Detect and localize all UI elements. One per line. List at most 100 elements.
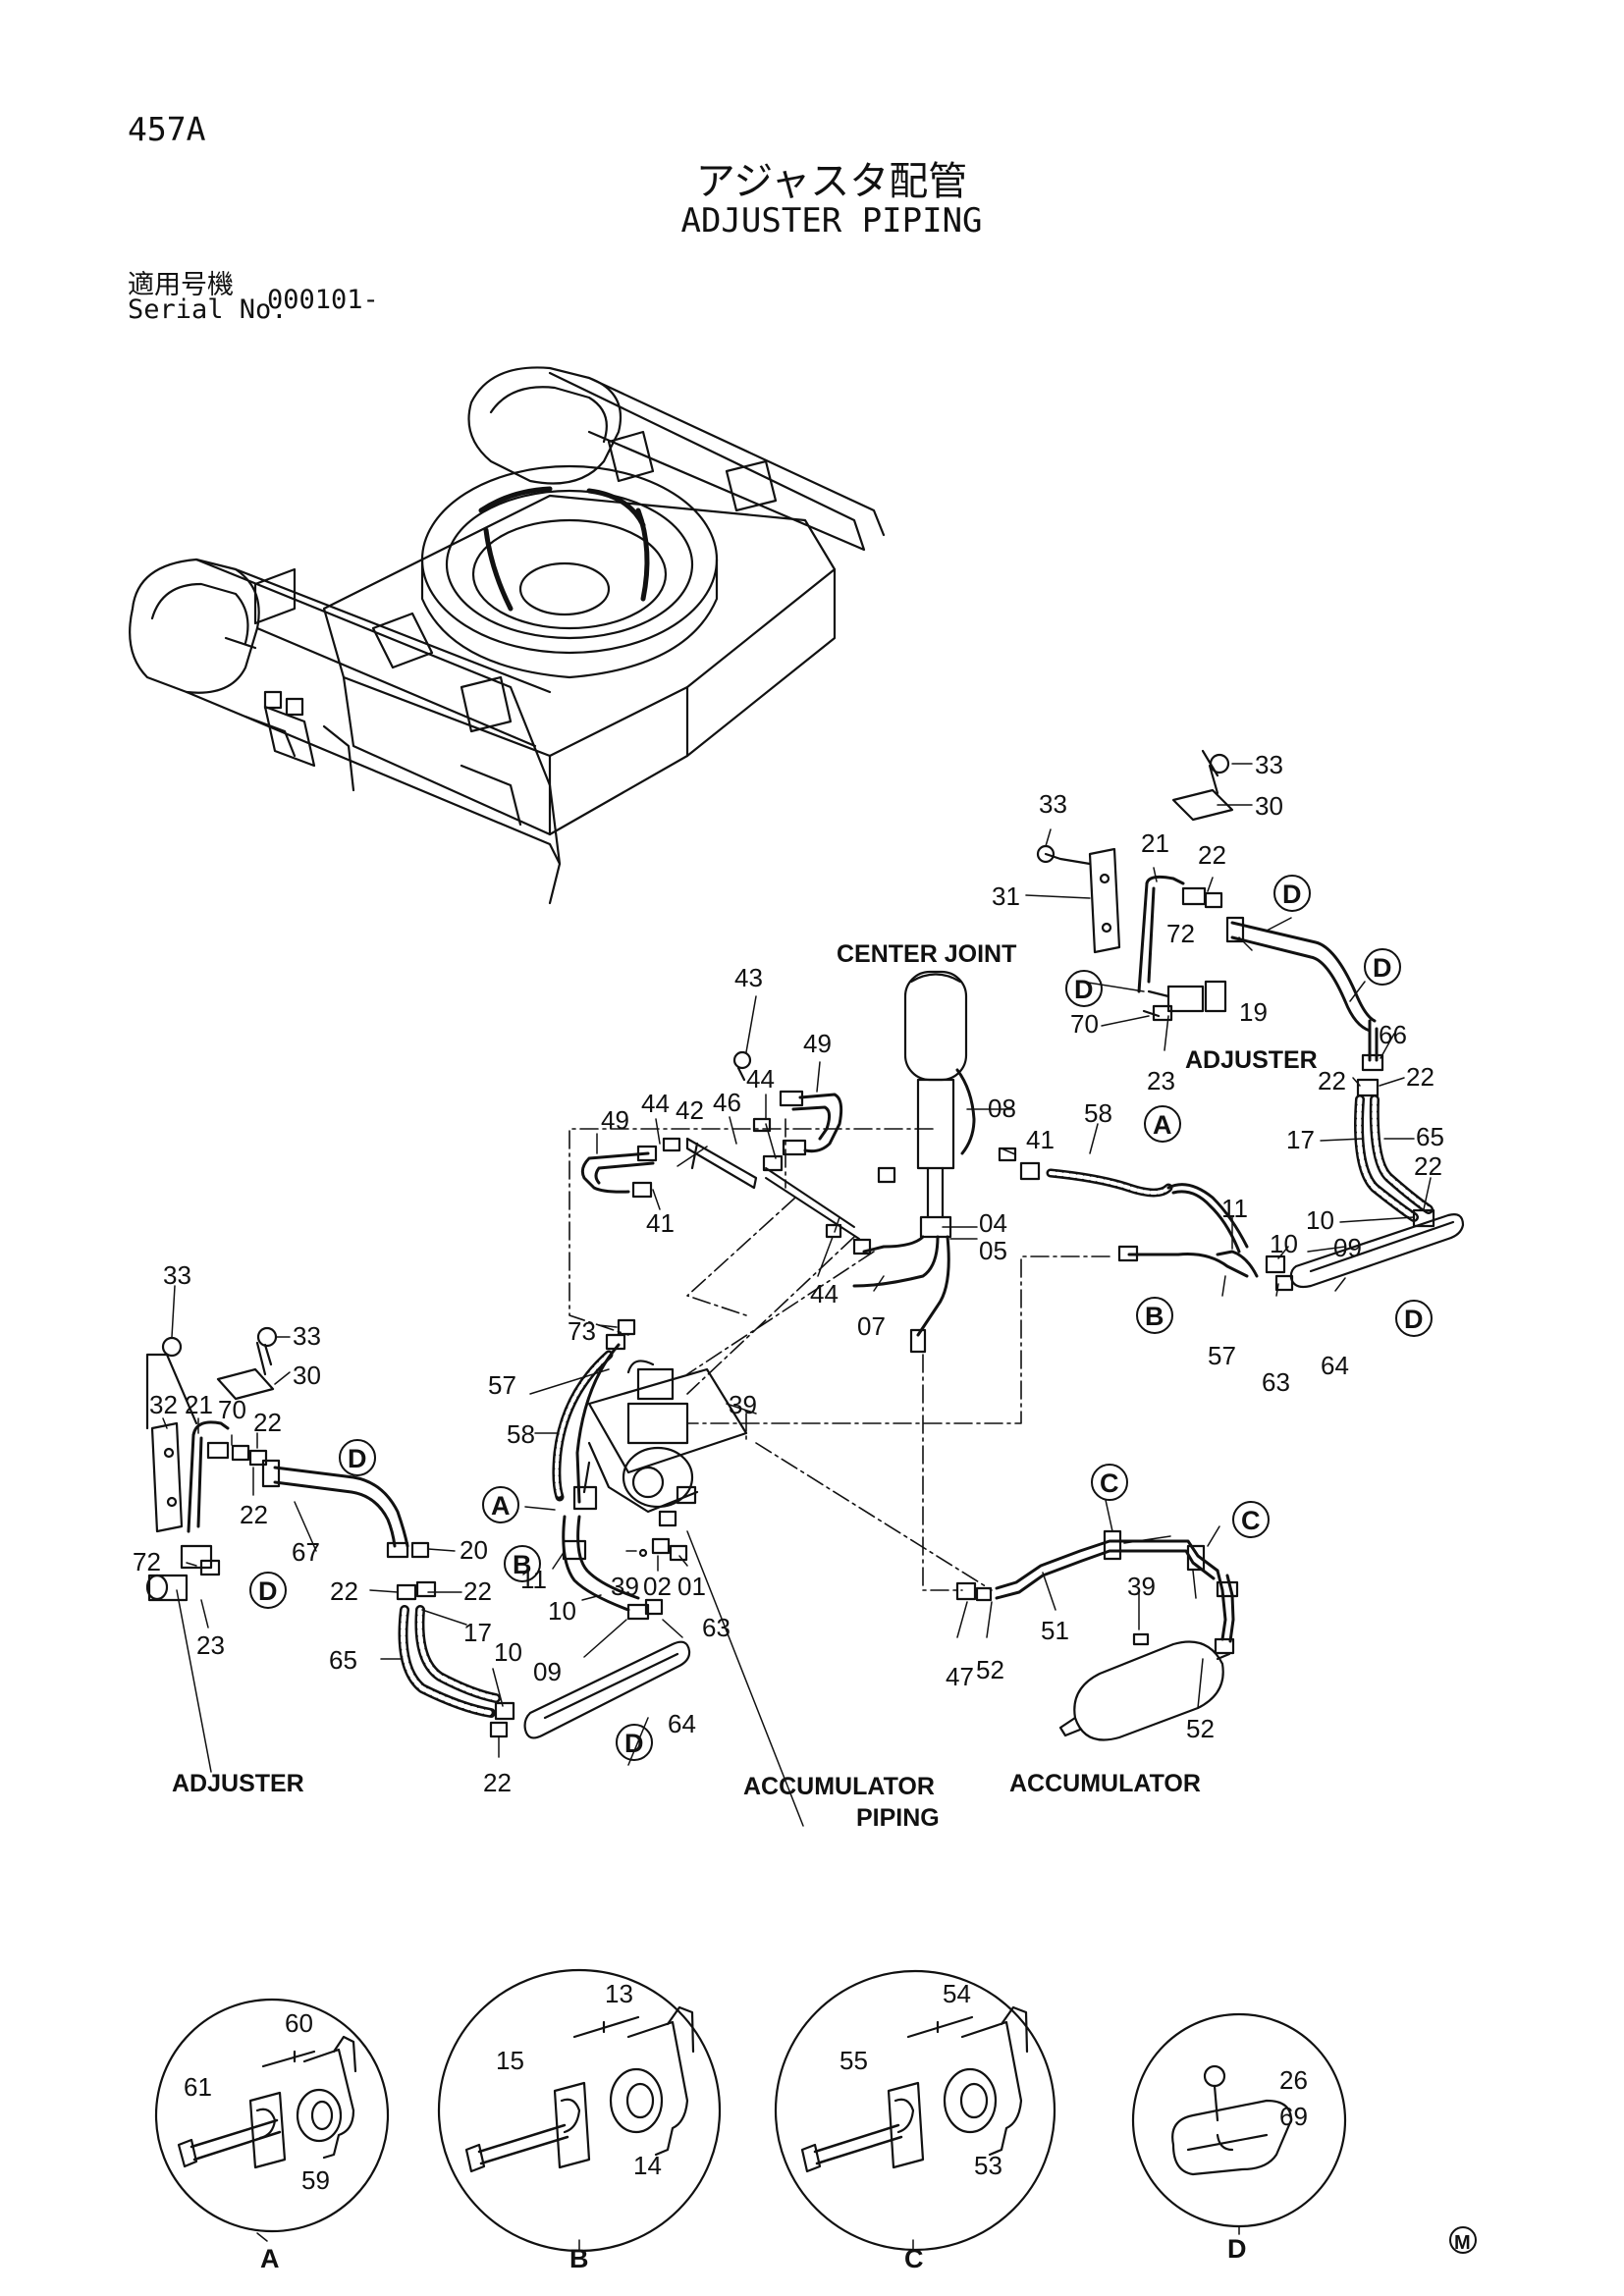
part-number: 30 xyxy=(1255,791,1283,821)
undercarriage-overview xyxy=(129,366,886,905)
part-number: 02 xyxy=(643,1572,672,1601)
part-number: 57 xyxy=(1208,1341,1236,1370)
detail-c-clamp xyxy=(800,2005,1029,2173)
detail-letter-d: D xyxy=(1227,2234,1247,2264)
part-number: 05 xyxy=(979,1236,1007,1265)
leader-lines xyxy=(162,763,1432,1827)
part-number: 65 xyxy=(329,1645,357,1675)
part-number: 17 xyxy=(1286,1125,1315,1154)
part-number: 59 xyxy=(301,2165,330,2195)
callout-b: B xyxy=(513,1550,532,1579)
part-number: 72 xyxy=(133,1547,161,1576)
serial-label-english: Serial No. xyxy=(128,294,288,325)
right-adjuster-piping xyxy=(852,749,1465,1354)
callout-a: A xyxy=(1153,1110,1172,1140)
left-adjuster-piping xyxy=(145,1326,430,1602)
part-number: 15 xyxy=(496,2046,524,2075)
part-number: 52 xyxy=(1186,1714,1215,1743)
part-number: 41 xyxy=(646,1208,675,1238)
part-number: 72 xyxy=(1166,919,1195,948)
part-number: 10 xyxy=(1306,1205,1334,1235)
detail-tails xyxy=(256,2225,1240,2252)
serial-number: 000101- xyxy=(267,285,379,315)
part-number: 44 xyxy=(810,1279,839,1308)
detail-letter-b: B xyxy=(569,2244,589,2273)
part-number: 08 xyxy=(988,1094,1016,1123)
part-number: 22 xyxy=(253,1408,282,1437)
part-number: 42 xyxy=(676,1095,704,1125)
part-number: 63 xyxy=(702,1613,731,1642)
center-joint xyxy=(903,970,968,1239)
part-number: 57 xyxy=(488,1370,516,1400)
title-english: ADJUSTER PIPING xyxy=(680,201,983,240)
part-number: 11 xyxy=(1221,1194,1248,1223)
part-number: 26 xyxy=(1279,2065,1308,2095)
part-number: 53 xyxy=(974,2151,1002,2180)
part-number: 22 xyxy=(240,1500,268,1529)
part-number: 32 xyxy=(149,1390,178,1419)
part-number: 10 xyxy=(494,1637,522,1667)
detail-b-clamp xyxy=(464,2005,695,2173)
assembly-labels: CENTER JOINT ADJUSTER ADJUSTER ACCUMULAT… xyxy=(172,940,1318,1832)
part-number: 65 xyxy=(1416,1122,1444,1151)
circled-callouts: D D D A B D D D A B D C C xyxy=(249,875,1433,1761)
label-accumulator-piping-1: ACCUMULATOR xyxy=(743,1773,935,1800)
part-number: 17 xyxy=(463,1618,492,1647)
part-number: 31 xyxy=(992,881,1020,911)
part-number: 49 xyxy=(601,1105,629,1135)
part-number: 22 xyxy=(1414,1151,1442,1181)
callout-b: B xyxy=(1145,1302,1164,1331)
callout-a: A xyxy=(491,1491,511,1521)
detail-letter-a: A xyxy=(260,2244,280,2273)
part-number: 67 xyxy=(292,1537,320,1567)
part-number: 33 xyxy=(293,1321,321,1351)
part-number: 64 xyxy=(1321,1351,1349,1380)
detail-a-clamp xyxy=(177,2035,357,2169)
label-accumulator: ACCUMULATOR xyxy=(1009,1770,1201,1797)
detail-d-clamp xyxy=(1171,2064,1293,2176)
part-number: 69 xyxy=(1279,2102,1308,2131)
callout-d: D xyxy=(1404,1305,1424,1334)
part-number: 33 xyxy=(1255,750,1283,779)
part-number: 52 xyxy=(976,1655,1004,1684)
serial-label-japanese: 適用号機 xyxy=(128,270,234,300)
part-number: 64 xyxy=(668,1709,696,1738)
part-number: 44 xyxy=(641,1089,670,1118)
part-number: 51 xyxy=(1041,1616,1069,1645)
label-adjuster-left: ADJUSTER xyxy=(172,1770,304,1797)
detail-letter-c: C xyxy=(904,2244,924,2273)
part-number: 73 xyxy=(568,1316,596,1346)
upper-middle-piping xyxy=(580,1050,860,1240)
part-number: 33 xyxy=(1039,789,1067,819)
part-number: 39 xyxy=(611,1572,639,1601)
part-number: 22 xyxy=(1198,840,1226,870)
part-number: 01 xyxy=(677,1572,706,1601)
callout-d: D xyxy=(348,1444,367,1473)
callout-d: D xyxy=(1373,953,1392,983)
part-number: 70 xyxy=(1070,1009,1099,1039)
detail-circles xyxy=(154,1968,1347,2253)
part-number: 21 xyxy=(1141,828,1169,858)
part-number: 10 xyxy=(548,1596,576,1626)
part-number: 58 xyxy=(507,1419,535,1449)
callout-d: D xyxy=(1074,975,1094,1004)
page-number: 457A xyxy=(128,110,206,148)
part-number: 11 xyxy=(520,1565,547,1594)
part-number: 43 xyxy=(734,963,763,992)
part-number-labels: 33 30 33 31 21 22 72 70 23 19 66 22 22 1… xyxy=(133,750,1444,2195)
accumulator-assembly xyxy=(955,1529,1239,1741)
label-adjuster-right: ADJUSTER xyxy=(1185,1046,1318,1074)
part-number: 22 xyxy=(483,1768,512,1797)
part-number: 66 xyxy=(1379,1020,1407,1049)
part-number: 22 xyxy=(330,1576,358,1606)
callout-d: D xyxy=(624,1729,644,1758)
part-number: 49 xyxy=(803,1029,832,1058)
part-number: 60 xyxy=(285,2008,313,2038)
callout-c: C xyxy=(1241,1506,1261,1535)
part-number: 41 xyxy=(1026,1125,1055,1154)
part-number: 22 xyxy=(463,1576,492,1606)
part-number: 22 xyxy=(1318,1066,1346,1095)
footer-mark-letter: M xyxy=(1454,2232,1471,2254)
part-number: 20 xyxy=(460,1535,488,1565)
part-number: 19 xyxy=(1239,997,1268,1027)
